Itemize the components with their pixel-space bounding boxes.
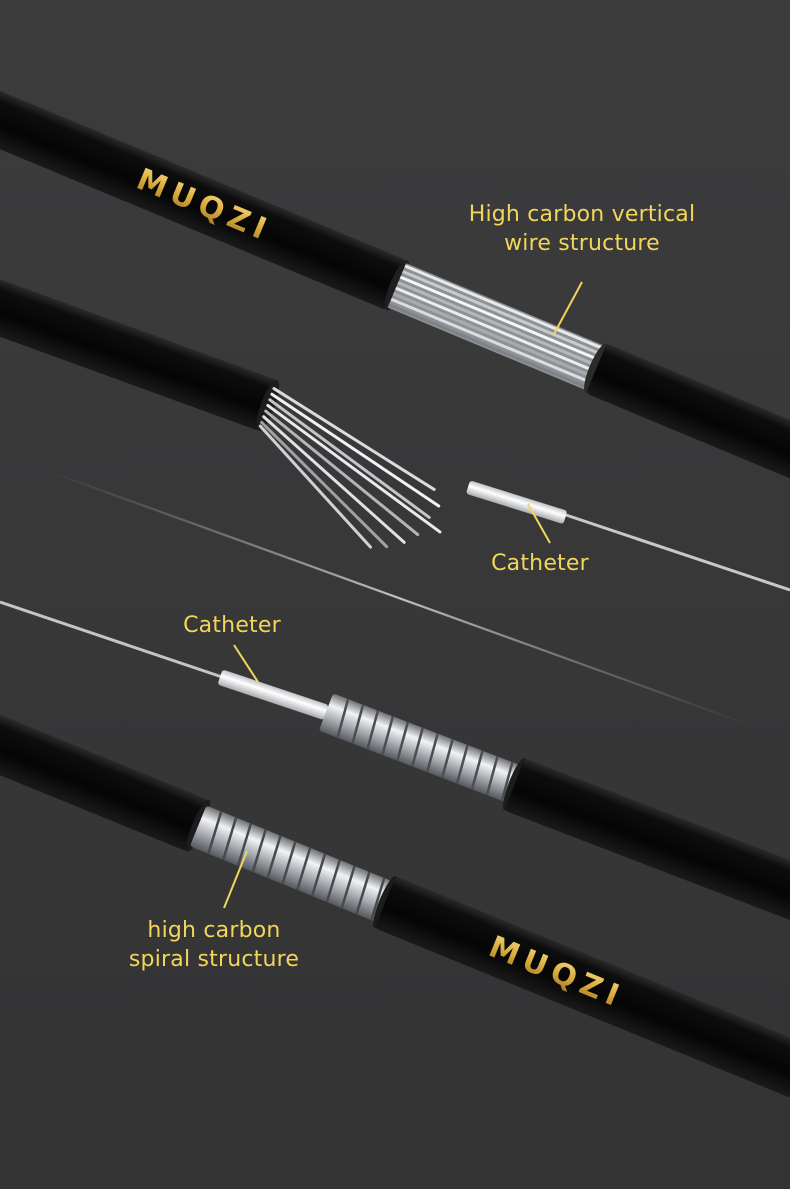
label-catheter-top-text: Catheter (491, 551, 589, 576)
inner-wire-top (559, 511, 790, 592)
cable-housing-spiral-bottom: MUQZI (0, 712, 790, 1097)
cable-jacket-cut (0, 276, 276, 430)
cable-jacket-right (587, 344, 790, 516)
callout-line-spiral (223, 850, 248, 909)
label-vertical-wire: High carbon vertical wire structure (467, 200, 697, 258)
label-catheter-bottom: Catheter (172, 611, 292, 640)
cable-jacket-mid (505, 759, 790, 925)
callout-line-catheter-bottom (233, 644, 259, 683)
cable-jacket-left (0, 88, 407, 310)
label-vertical-wire-line-2: wire structure (504, 231, 660, 256)
hairline-streak (44, 468, 751, 727)
catheter-tube-bottom (218, 670, 328, 720)
callout-line-vertical-wire (553, 281, 583, 335)
cable-jacket-bottom-right (375, 877, 790, 1097)
cable-housing-cut (0, 276, 442, 549)
inner-wire-bottom (0, 600, 223, 679)
label-spiral-line-2: spiral structure (128, 947, 300, 972)
label-spiral-line-1: high carbon (147, 918, 281, 943)
cable-housing-spiral-mid (319, 694, 790, 925)
catheter-tube-top (466, 481, 567, 524)
splayed-wires (258, 387, 442, 549)
label-catheter-bottom-text: Catheter (183, 613, 281, 638)
spiral-coil-bottom (190, 806, 391, 921)
vertical-wire-bundle (387, 263, 604, 390)
callout-lines (223, 281, 583, 909)
spiral-coil-mid (319, 694, 520, 802)
label-vertical-wire-line-1: High carbon vertical (468, 202, 696, 227)
label-spiral: high carbon spiral structure (126, 916, 302, 974)
label-catheter-top: Catheter (480, 549, 600, 578)
cable-jacket-bottom-left (0, 712, 208, 851)
callout-line-catheter-top (527, 503, 551, 544)
